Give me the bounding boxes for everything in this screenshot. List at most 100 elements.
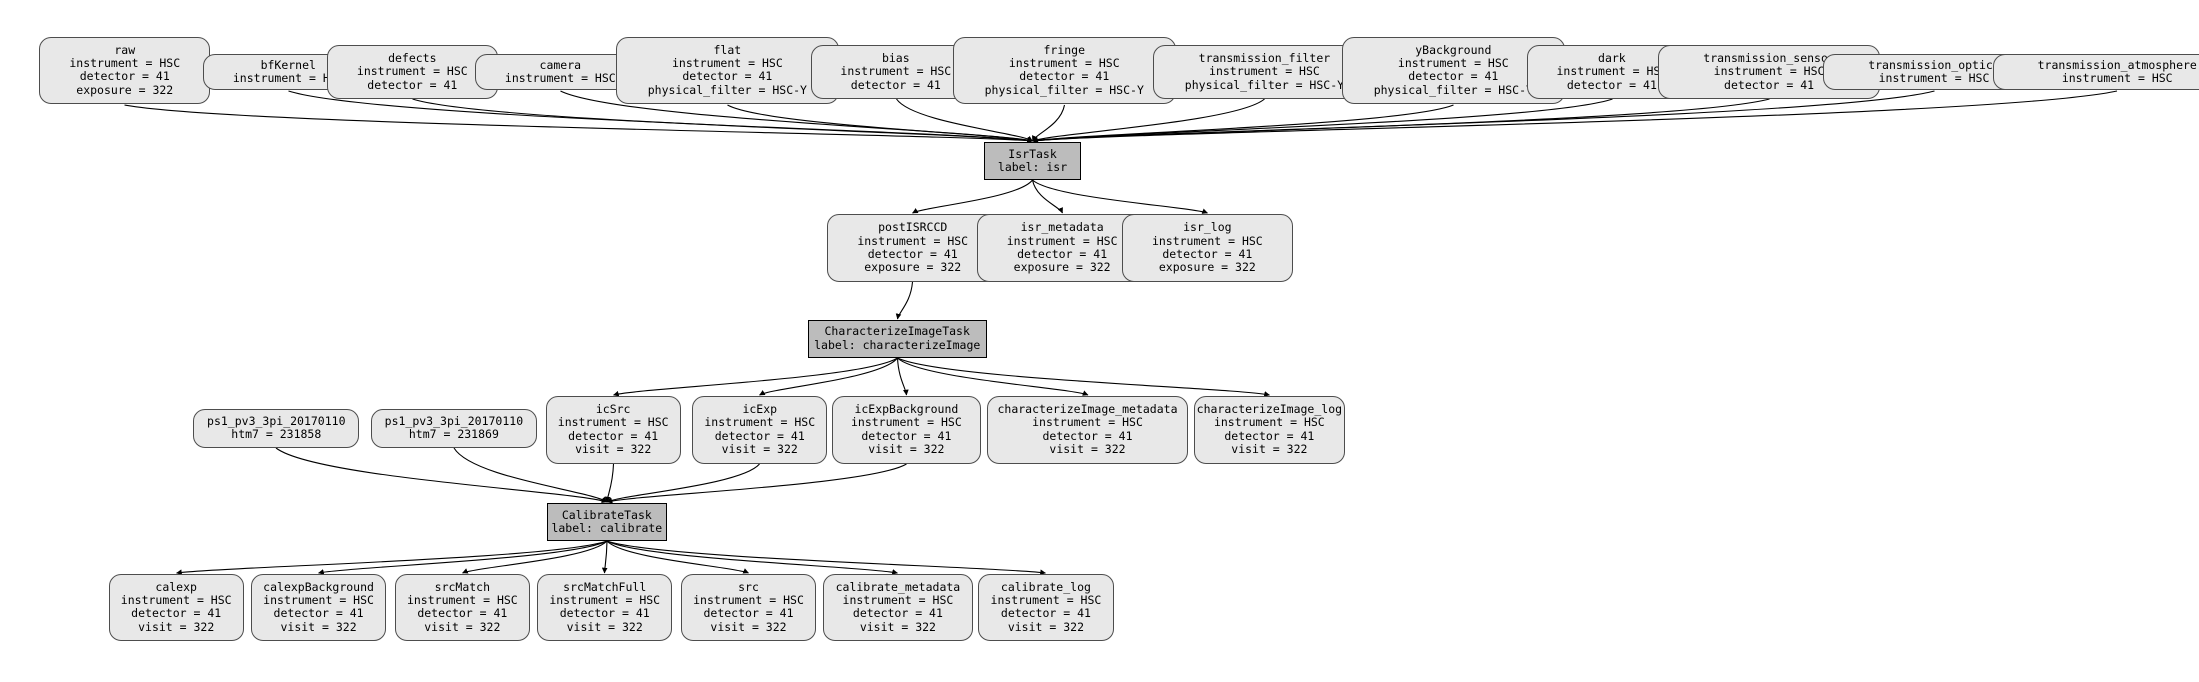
node-detail: htm7 = 231869 bbox=[408, 427, 499, 442]
edge-CalibrateTask-to-src bbox=[606, 540, 749, 574]
node-detail: detector = 41 bbox=[682, 69, 773, 84]
node-title: transmission_filter bbox=[1198, 50, 1331, 65]
node-detail: visit = 322 bbox=[1007, 619, 1084, 634]
edge-CalibrateTask-to-calexpBackground bbox=[318, 540, 608, 575]
node-detail: detector = 41 bbox=[703, 606, 794, 621]
node-detail: instrument = HSC bbox=[840, 64, 952, 79]
node-title: icSrc bbox=[595, 401, 631, 416]
node-title: isr_metadata bbox=[1020, 220, 1104, 235]
edge-CalibrateTask-to-calibrate_metadata bbox=[606, 540, 898, 575]
node-detail: exposure = 322 bbox=[1013, 260, 1111, 275]
node-detail: exposure = 322 bbox=[76, 82, 174, 97]
node-detail: detector = 41 bbox=[559, 606, 650, 621]
node-detail: instrument = HSC bbox=[504, 70, 616, 85]
edge-defects-to-IsrTask bbox=[412, 98, 1033, 144]
node-title: src bbox=[738, 579, 759, 594]
node-detail: instrument = HSC bbox=[704, 415, 816, 430]
node-title: transmission_optics bbox=[1868, 57, 2000, 72]
node-detail: visit = 322 bbox=[424, 619, 501, 634]
node-title: flat bbox=[713, 42, 742, 57]
node-detail: detector = 41 bbox=[417, 606, 508, 621]
node-title: srcMatch bbox=[434, 579, 491, 594]
edge-CalibrateTask-to-calibrate_log bbox=[606, 540, 1046, 576]
node-title: yBackground bbox=[1415, 42, 1492, 57]
node-detail: detector = 41 bbox=[131, 606, 222, 621]
edge-transmission_filter-to-IsrTask bbox=[1032, 98, 1265, 142]
node-detail: instrument = HSC bbox=[120, 592, 232, 607]
node-title: characterizeImage_metadata bbox=[997, 401, 1178, 416]
node-detail: detector = 41 bbox=[861, 428, 952, 443]
edge-IsrTask-to-isr_log bbox=[1032, 179, 1208, 214]
node-detail: physical_filter = HSC-Y bbox=[1184, 77, 1345, 92]
edge-icSrc-to-CalibrateTask bbox=[604, 463, 615, 503]
edge-postISRCCD-to-CharacterizeImageTask bbox=[895, 281, 914, 320]
edge-CharacterizeImageTask-to-icExp bbox=[759, 357, 898, 396]
node-detail: visit = 322 bbox=[710, 619, 787, 634]
node-detail: instrument = HSC bbox=[356, 64, 468, 79]
edge-dark-to-IsrTask bbox=[1032, 98, 1613, 144]
node-title: ps1_pv3_3pi_20170110 bbox=[207, 413, 346, 428]
node-detail: visit = 322 bbox=[280, 619, 357, 634]
edge-transmission_sensor-to-IsrTask bbox=[1032, 98, 1770, 144]
edge-group bbox=[124, 90, 2118, 576]
edge-CharacterizeImageTask-to-icSrc bbox=[613, 357, 898, 397]
node-detail: detector = 41 bbox=[1162, 246, 1253, 261]
node-detail: detector = 41 bbox=[850, 77, 941, 92]
node-detail: physical_filter = HSC-Y bbox=[1373, 82, 1533, 97]
node-detail: detector = 41 bbox=[714, 428, 805, 443]
edge-IsrTask-to-postISRCCD bbox=[912, 179, 1033, 214]
edge-yBackground-to-IsrTask bbox=[1032, 104, 1454, 143]
edge-CharacterizeImageTask-to-icExpBackground bbox=[896, 357, 909, 396]
node-detail: detector = 41 bbox=[1019, 69, 1110, 84]
node-detail: instrument = HSC bbox=[857, 233, 969, 248]
node-title: transmission_atmosphere bbox=[2037, 57, 2197, 72]
node-detail: instrument = HSC bbox=[69, 56, 181, 71]
node-title: postISRCCD bbox=[878, 220, 948, 235]
edge-CalibrateTask-to-calexp bbox=[176, 540, 608, 576]
node-detail: visit = 322 bbox=[1231, 442, 1308, 457]
node-detail: detector = 41 bbox=[1566, 77, 1657, 92]
node-detail: visit = 322 bbox=[575, 442, 652, 457]
node-detail: instrument = HSC bbox=[1032, 415, 1143, 430]
node-detail: instrument = HSC bbox=[2061, 70, 2173, 85]
node-title: icExpBackground bbox=[854, 401, 959, 416]
node-title: calexp bbox=[155, 579, 197, 594]
node-detail: physical_filter = HSC-Y bbox=[984, 82, 1144, 97]
node-detail: instrument = HSC bbox=[850, 415, 962, 430]
node-title: characterizeImage_log bbox=[1196, 401, 1343, 416]
node-detail: exposure = 322 bbox=[864, 260, 962, 275]
edge-icExp-to-CalibrateTask bbox=[606, 463, 760, 503]
node-detail: visit = 322 bbox=[566, 619, 643, 634]
node-detail: label: isr bbox=[997, 160, 1068, 175]
edge-IsrTask-to-isr_metadata bbox=[1031, 179, 1063, 214]
node-title: isr_log bbox=[1183, 220, 1232, 235]
node-detail: detector = 41 bbox=[367, 77, 458, 92]
